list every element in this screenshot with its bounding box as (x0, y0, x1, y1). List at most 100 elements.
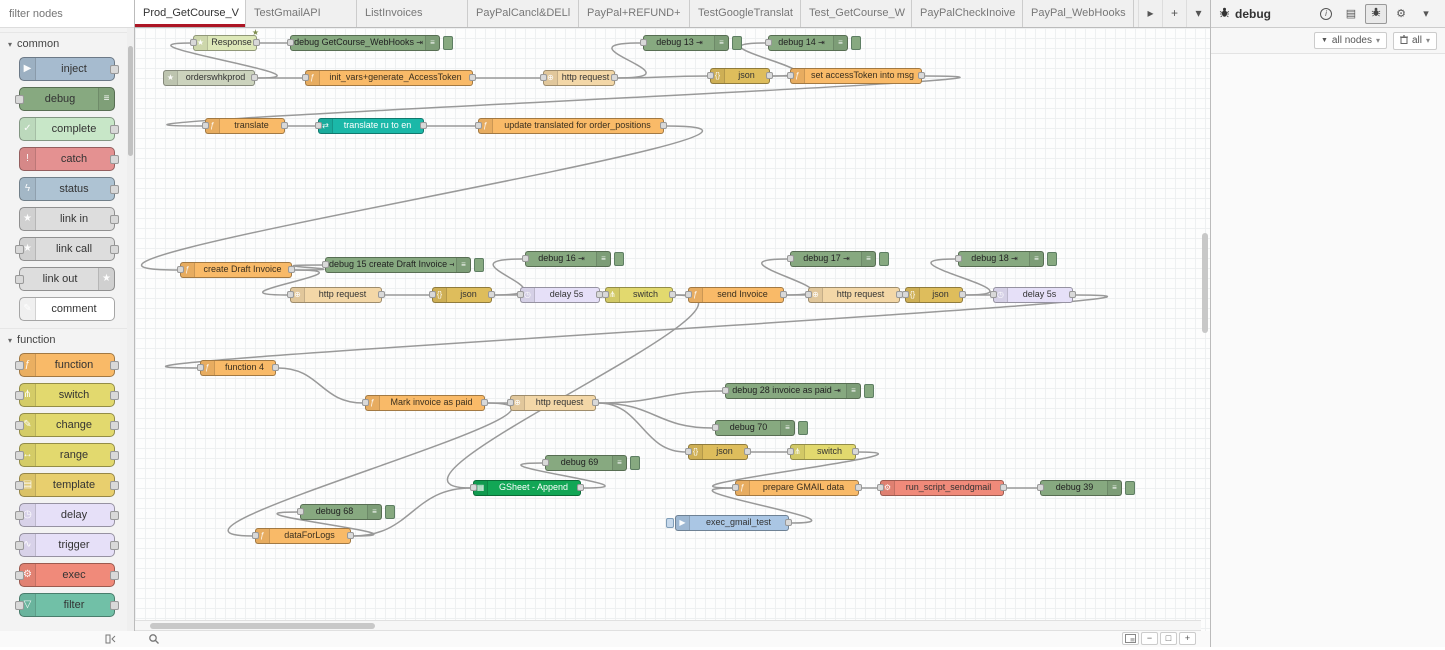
flow-node-debug16[interactable]: ≡debug 16 ⇥ (525, 251, 611, 267)
input-port[interactable] (805, 291, 812, 298)
flow-node-json1[interactable]: {}json (710, 68, 770, 84)
output-port[interactable] (918, 72, 925, 79)
palette-node-link-out[interactable]: ★link out (19, 267, 115, 291)
debug-toggle-button[interactable] (864, 384, 874, 398)
input-port[interactable] (429, 291, 436, 298)
debug-toggle-button[interactable] (732, 36, 742, 50)
output-port[interactable] (378, 291, 385, 298)
palette-node-filter[interactable]: ▽filter (19, 593, 115, 617)
debug-toggle-button[interactable] (879, 252, 889, 266)
palette-section-common[interactable]: ▾common (0, 32, 134, 54)
add-flow-button[interactable]: + (1162, 0, 1186, 27)
output-port[interactable] (110, 541, 119, 550)
palette-node-exec[interactable]: ⚙exec (19, 563, 115, 587)
input-port[interactable] (990, 291, 997, 298)
input-port[interactable] (765, 39, 772, 46)
tab-help[interactable]: ▤ (1340, 4, 1362, 24)
palette-search-input[interactable] (7, 7, 127, 21)
debug-messages-panel[interactable] (1211, 55, 1445, 647)
flow-node-http4[interactable]: ⊕http request (510, 395, 596, 411)
debug-toggle-button[interactable] (798, 421, 808, 435)
input-port[interactable] (197, 364, 204, 371)
filter-nodes-dropdown[interactable]: ▼ all nodes ▾ (1314, 32, 1387, 49)
input-port[interactable] (877, 484, 884, 491)
search-icon[interactable] (148, 632, 160, 650)
input-port[interactable] (640, 39, 647, 46)
flow-tab-TestGoogleTranslat[interactable]: TestGoogleTranslat (690, 0, 801, 27)
flow-tab-PayPalCheckInoive[interactable]: PayPalCheckInoive (912, 0, 1023, 27)
palette-section-function[interactable]: ▾function (0, 328, 134, 350)
flow-node-delay1[interactable]: ◷delay 5s (520, 287, 600, 303)
input-port[interactable] (287, 291, 294, 298)
zoom-reset-button[interactable]: □ (1160, 632, 1177, 645)
input-port[interactable] (685, 448, 692, 455)
input-port[interactable] (362, 399, 369, 406)
output-port[interactable] (110, 125, 119, 134)
flow-tab-PayPalCancl&DELl[interactable]: PayPalCancl&DELl (468, 0, 579, 27)
output-port[interactable] (766, 72, 773, 79)
output-port[interactable] (488, 291, 495, 298)
input-port[interactable] (297, 508, 304, 515)
input-port[interactable] (15, 421, 24, 430)
palette-node-comment[interactable]: ✎comment (19, 297, 115, 321)
output-port[interactable] (253, 39, 260, 46)
palette-node-trigger[interactable]: ∿trigger (19, 533, 115, 557)
input-port[interactable] (522, 255, 529, 262)
scroll-tabs-right-button[interactable]: ▸ (1138, 0, 1162, 27)
flow-node-execn[interactable]: ⚙run_script_sendgmail (880, 480, 1004, 496)
flow-node-http2[interactable]: ⊕http request (290, 287, 382, 303)
flow-canvas[interactable]: ★Response★≡debug GetCourse_WebHooks ⇥≡de… (135, 28, 1210, 647)
palette-scrollbar[interactable] (127, 28, 134, 631)
input-port[interactable] (712, 424, 719, 431)
debug-toggle-button[interactable] (630, 456, 640, 470)
canvas-horizontal-scrollbar[interactable] (135, 620, 1201, 631)
inject-button[interactable] (666, 518, 674, 528)
input-port[interactable] (202, 122, 209, 129)
output-port[interactable] (272, 364, 279, 371)
output-port[interactable] (110, 245, 119, 254)
input-port[interactable] (517, 291, 524, 298)
flow-tab-TestGmailAPI[interactable]: TestGmailAPI (246, 0, 357, 27)
flow-node-debug13[interactable]: ≡debug 13 ⇥ (643, 35, 729, 51)
output-port[interactable] (110, 601, 119, 610)
palette-node-range[interactable]: ↔range (19, 443, 115, 467)
flow-node-debug_gc[interactable]: ≡debug GetCourse_WebHooks ⇥ (290, 35, 440, 51)
input-port[interactable] (787, 448, 794, 455)
output-port[interactable] (1069, 291, 1076, 298)
navigator-toggle-button[interactable] (1122, 632, 1139, 645)
flow-node-http3[interactable]: ⊕http request (808, 287, 900, 303)
zoom-out-button[interactable]: − (1141, 632, 1158, 645)
flow-node-http1[interactable]: ⊕http request (543, 70, 615, 86)
flow-node-debug28[interactable]: ≡debug 28 invoice as paid ⇥ (725, 383, 861, 399)
flow-node-gmailtest[interactable]: ▶exec_gmail_test (675, 515, 789, 531)
debug-toggle-button[interactable] (1047, 252, 1057, 266)
palette-node-link-in[interactable]: ★link in (19, 207, 115, 231)
output-port[interactable] (611, 74, 618, 81)
flow-node-debug39[interactable]: ≡debug 39 (1040, 480, 1122, 496)
input-port[interactable] (15, 541, 24, 550)
flow-tab-Prod_GetCourse_V[interactable]: Prod_GetCourse_V (135, 0, 246, 27)
flow-node-debug70[interactable]: ≡debug 70 (715, 420, 795, 436)
flow-node-gtrans[interactable]: ⇄translate ru to en (318, 118, 424, 134)
input-port[interactable] (15, 391, 24, 400)
palette-node-complete[interactable]: ✓complete (19, 117, 115, 141)
input-port[interactable] (542, 459, 549, 466)
vertical-scrollbar-thumb[interactable] (1202, 233, 1208, 333)
palette-node-link-call[interactable]: ★link call (19, 237, 115, 261)
input-port[interactable] (252, 532, 259, 539)
palette-node-inject[interactable]: ▶inject (19, 57, 115, 81)
horizontal-scrollbar-thumb[interactable] (150, 623, 375, 629)
flow-node-json4[interactable]: {}json (688, 444, 748, 460)
flow-tab-ListInvoices[interactable]: ListInvoices (357, 0, 468, 27)
input-port[interactable] (732, 484, 739, 491)
output-port[interactable] (110, 421, 119, 430)
flow-node-json3[interactable]: {}json (905, 287, 963, 303)
